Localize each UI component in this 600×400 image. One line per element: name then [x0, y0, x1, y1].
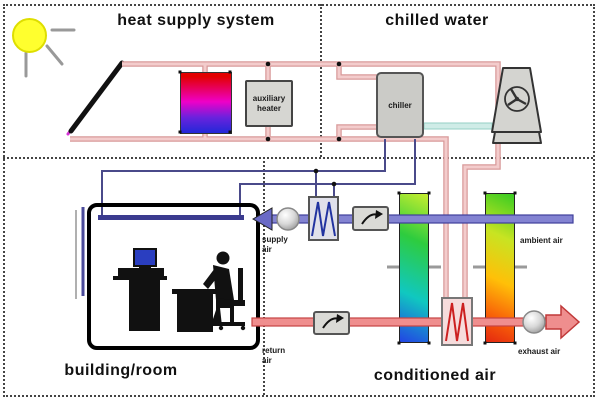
horizontal-section-divider — [3, 157, 593, 159]
heat-exchanger-zigzag-icon — [311, 201, 336, 237]
sun-icon — [12, 18, 47, 53]
auxiliary-heater-box: auxiliary heater — [245, 80, 293, 127]
solar-collector-icon — [66, 60, 125, 136]
supply-fan-icon — [276, 207, 300, 231]
storage-tank — [180, 72, 232, 134]
auxiliary-heater-label: auxiliary heater — [252, 94, 286, 113]
top-vertical-divider — [320, 4, 322, 157]
ambient-air-label: ambient air — [520, 236, 563, 245]
building-room-title: building/room — [64, 362, 178, 379]
chiller-box: chiller — [376, 72, 424, 138]
exhaust-fan-icon — [522, 310, 546, 334]
return-damper-box — [313, 311, 350, 335]
chilled-water-title: chilled water — [385, 12, 489, 29]
fan-propeller-icon — [504, 86, 530, 112]
heat-recovery-wheel-column — [485, 193, 515, 343]
desiccant-wheel-column — [399, 193, 429, 343]
exhaust-air-label: exhaust air — [518, 347, 561, 356]
heat-exchanger-zigzag-icon — [445, 302, 469, 342]
coolant-pipe — [423, 122, 493, 130]
conditioned-air-title: conditioned air — [373, 367, 497, 384]
exhaust-air-arrow — [545, 304, 581, 340]
cooling-tower-icon — [491, 67, 542, 144]
return-air-label: return air — [262, 346, 286, 365]
cooling-coil-box — [308, 196, 339, 241]
heat-supply-title: heat supply system — [117, 12, 275, 29]
chiller-label: chiller — [388, 100, 412, 110]
supply-air-label: supply air — [262, 235, 288, 254]
rotary-damper-arrow-icon — [361, 210, 383, 225]
building-room-outline — [87, 203, 260, 350]
regeneration-coil-box — [441, 297, 473, 346]
supply-damper-box — [352, 206, 389, 231]
rotary-damper-arrow-icon — [322, 314, 344, 329]
